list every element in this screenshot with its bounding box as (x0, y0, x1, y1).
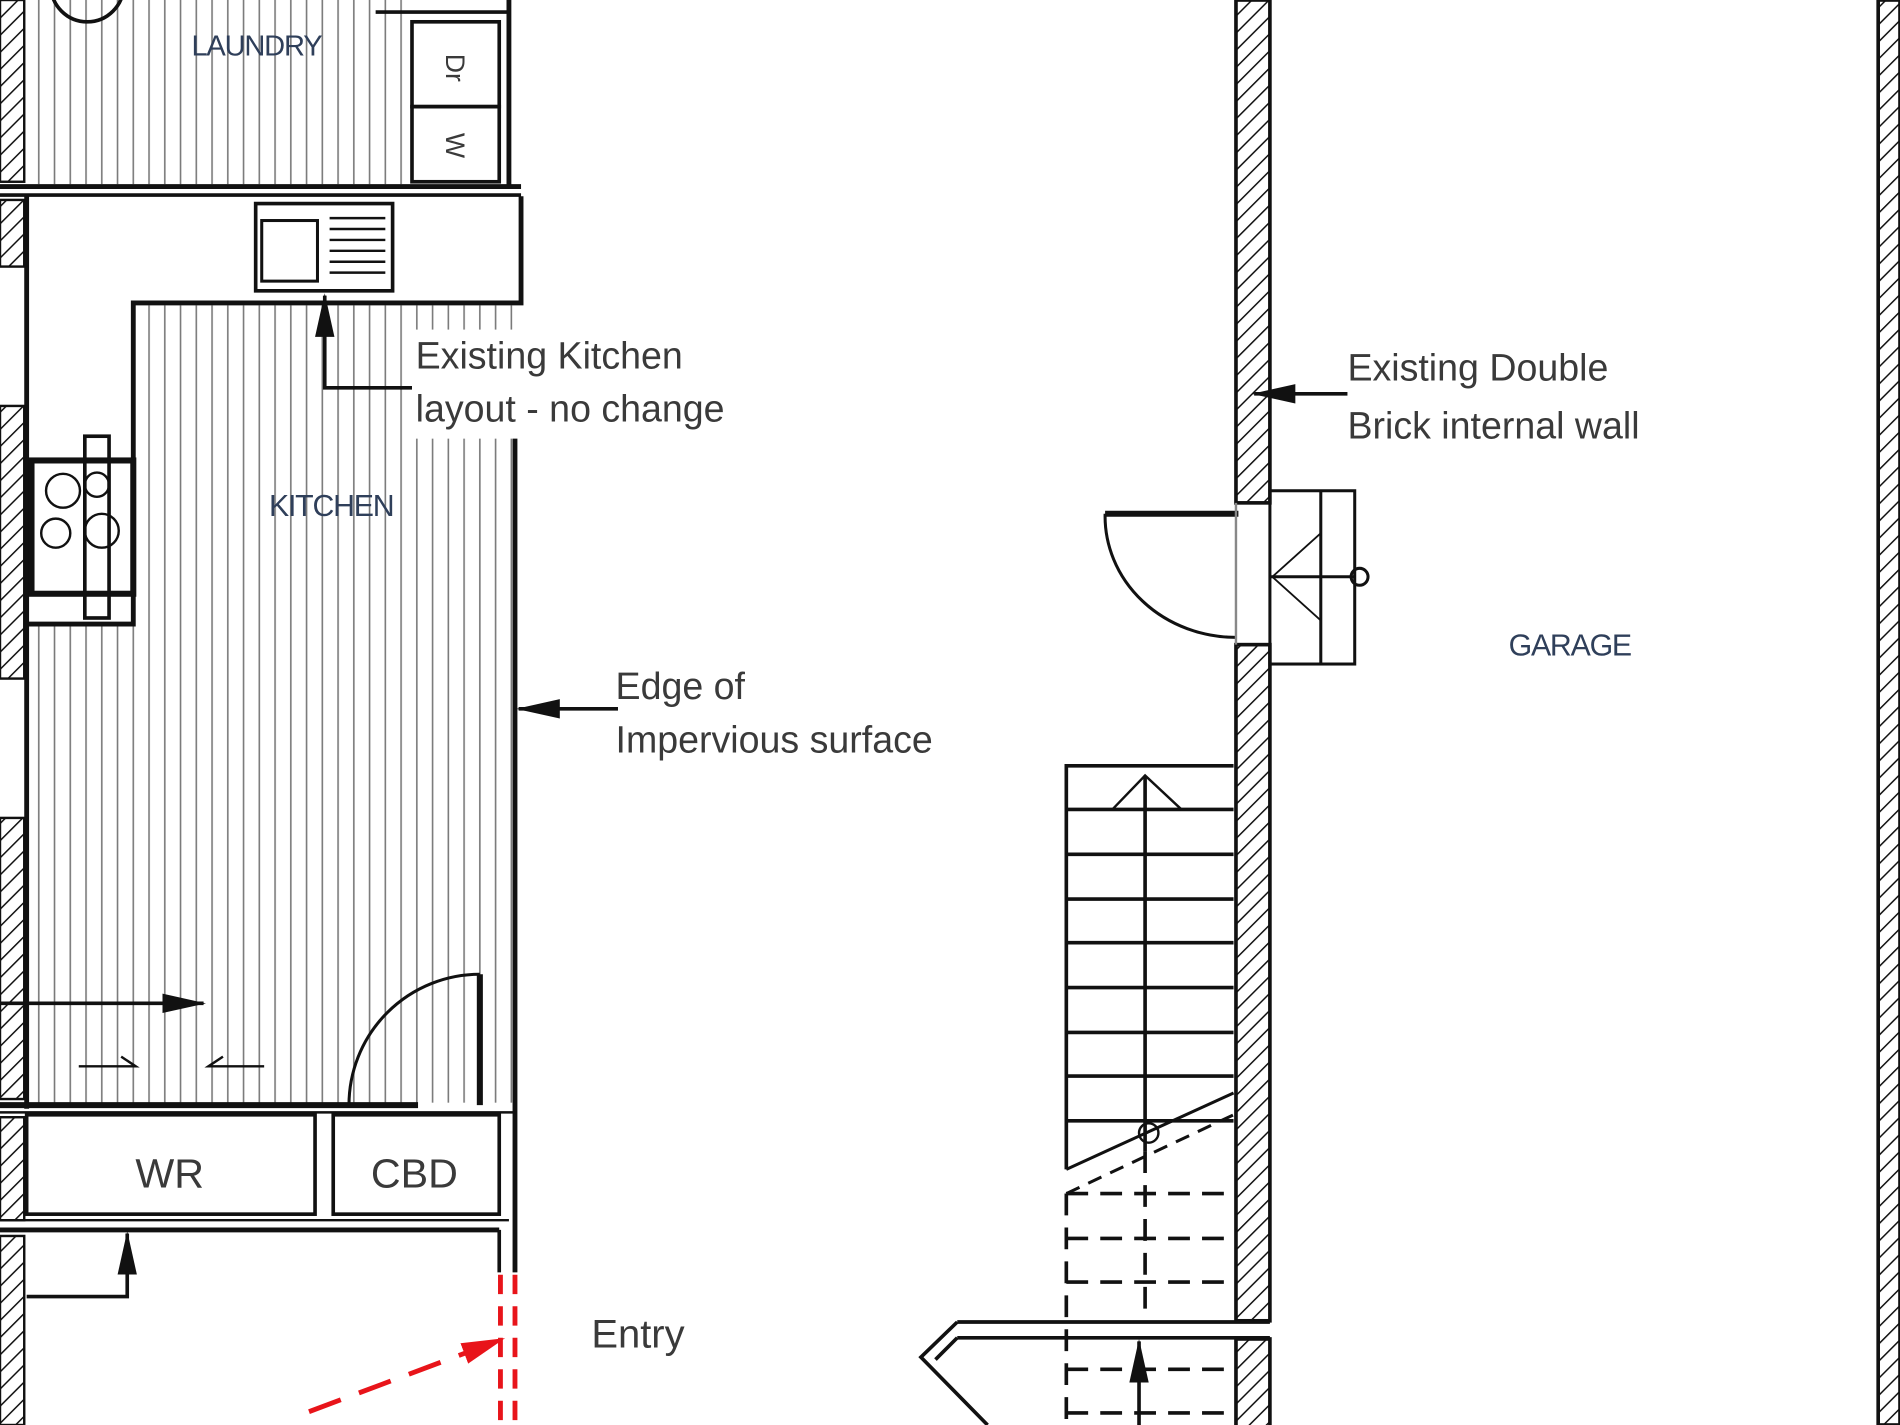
kitchen-note-line1: Existing Kitchen (416, 334, 683, 376)
kitchen-bench (24, 196, 524, 1109)
room-label-wr: WR (135, 1151, 204, 1197)
washer-label: W (440, 133, 470, 159)
small-arrow-left-icon (204, 1055, 265, 1068)
staircase (1064, 763, 1235, 1425)
entry-door (498, 1274, 518, 1425)
garage-step-node-icon (1349, 566, 1370, 587)
impervious-note-line2: Impervious surface (616, 718, 933, 760)
room-label-laundry: LAUNDRY (191, 31, 322, 63)
wall-note-line2: Brick internal wall (1347, 405, 1639, 447)
kitchen-leader-arrow (315, 293, 412, 390)
washing-tub-icon (51, 0, 123, 24)
washer-box (410, 104, 502, 184)
entry-label: Entry (591, 1312, 684, 1356)
wall-note-line1: Existing Double (1347, 346, 1608, 388)
room-label-cbd: CBD (371, 1151, 458, 1197)
dryer-label: Dr (440, 54, 470, 82)
room-label-garage: GARAGE (1509, 630, 1631, 663)
small-arrow-right-icon (78, 1055, 140, 1068)
double-brick-wall (1234, 0, 1272, 1425)
garage-right-wall (1876, 0, 1900, 1425)
garage-door (1103, 489, 1370, 666)
stair-direction-chevron-icon (1111, 773, 1183, 811)
cbd-door (347, 972, 483, 1106)
room-label-kitchen: KITCHEN (269, 490, 393, 523)
laundry-floor (26, 0, 409, 185)
hall-arrow-icon (26, 1231, 137, 1299)
left-wall (0, 0, 26, 1425)
kitchen-note-line2: layout - no change (416, 388, 725, 430)
impervious-note-line1: Edge of (616, 665, 746, 707)
landing-rail (918, 1320, 1270, 1425)
laundry: Dr W LAUNDRY (51, 0, 512, 188)
wr-room (24, 1112, 317, 1216)
entry-arrow-icon (308, 1336, 506, 1414)
cooktop-icon (28, 434, 137, 620)
sink-icon (253, 201, 395, 293)
cbd-room (331, 1112, 502, 1216)
